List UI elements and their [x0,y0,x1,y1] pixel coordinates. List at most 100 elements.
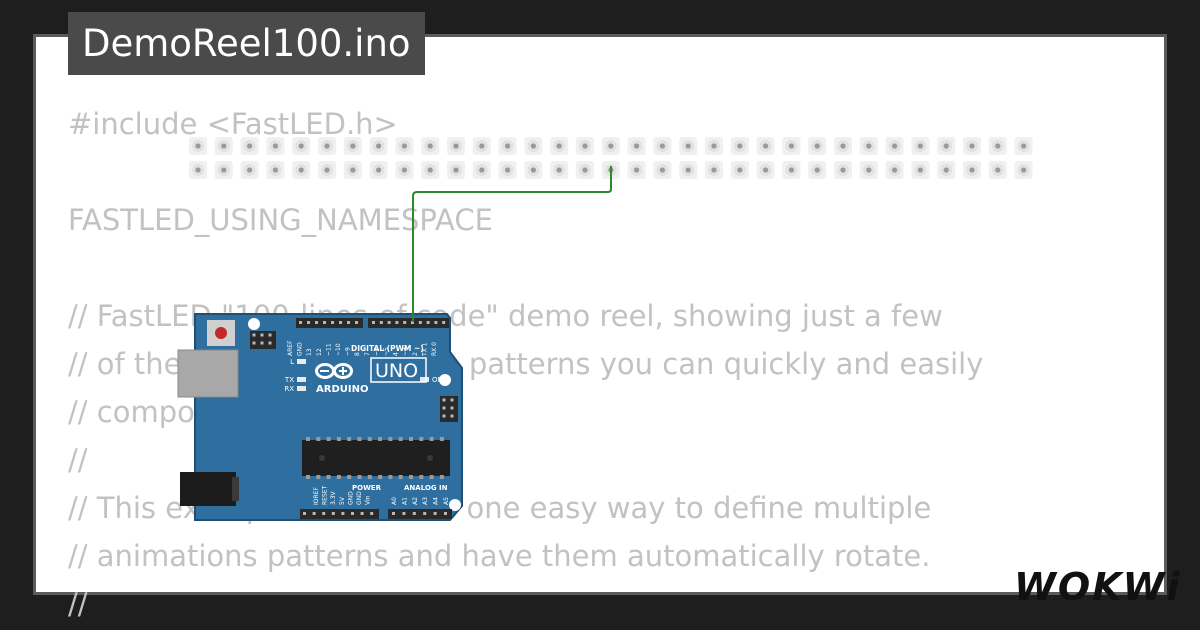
led-pixel[interactable] [472,137,491,155]
led-pixel[interactable] [240,161,259,179]
led-pixel[interactable] [730,137,749,155]
digital-pin-label: TX 1 [421,342,428,357]
led-pixel[interactable] [834,137,852,155]
led-pixel[interactable] [189,161,207,179]
led-pixel[interactable] [1014,137,1033,155]
led-pixel[interactable] [343,137,362,155]
led-pixel[interactable] [524,161,543,179]
led-pixel[interactable] [963,161,981,179]
led-pixel[interactable] [292,137,311,155]
digital-pin-label: 2 [412,352,419,356]
status-led-label: ON [432,376,443,384]
led-pixel[interactable] [395,161,414,179]
led-pixel[interactable] [1014,161,1033,179]
led-pixel[interactable] [601,137,620,155]
led-pixel[interactable] [318,161,336,179]
led-pixel[interactable] [421,161,440,179]
led-pixel[interactable] [988,137,1007,155]
digital-pin-label: 4 [393,352,400,356]
led-pixel[interactable] [576,161,594,179]
led-pixel[interactable] [756,137,775,155]
digital-header [368,318,449,328]
led-pixel[interactable] [911,137,930,155]
digital-pin-label: AREF [287,340,294,356]
led-strip[interactable] [189,137,1033,179]
led-pixel[interactable] [214,161,233,179]
led-pixel[interactable] [808,137,827,155]
analog-header-label: ANALOG IN [404,484,448,492]
led-pixel[interactable] [369,137,388,155]
data-wire[interactable] [412,166,612,322]
led-pixel[interactable] [627,161,646,179]
led-pixel[interactable] [214,137,233,155]
led-pixel[interactable] [240,137,259,155]
led-pixel[interactable] [447,137,465,155]
led-pixel[interactable] [498,137,517,155]
code-line: FASTLED_USING_NAMESPACE [68,203,493,237]
led-pixel[interactable] [937,137,956,155]
power-pin-label: 5V [339,496,346,505]
led-pixel[interactable] [653,161,672,179]
digital-pin-label: 8 [354,352,361,356]
led-pixel[interactable] [395,137,414,155]
led-pixel[interactable] [808,161,827,179]
led-pixel[interactable] [318,137,336,155]
led-pixel[interactable] [988,161,1007,179]
led-pixel[interactable] [653,137,672,155]
led-pixel[interactable] [447,161,465,179]
led-pixel[interactable] [266,161,285,179]
status-led [297,386,306,391]
led-pixel[interactable] [576,137,594,155]
digital-pin-label: 13 [306,348,313,356]
power-jack [180,472,236,506]
led-pixel[interactable] [343,161,362,179]
led-pixel[interactable] [266,137,285,155]
digital-pin-label: ~10 [335,343,342,356]
led-pixel[interactable] [885,137,904,155]
power-pin-label: GND [347,491,354,505]
digital-pin-label: 12 [316,348,323,356]
led-pixel[interactable] [730,161,749,179]
led-pixel[interactable] [550,137,569,155]
wokwi-logo: WOKWi [1014,565,1180,609]
led-pixel[interactable] [369,161,388,179]
analog-pin-label: A5 [443,497,450,505]
power-pin-label: GND [356,491,363,505]
led-pixel[interactable] [472,161,491,179]
icsp-header-2 [440,396,458,422]
led-pixel[interactable] [498,161,517,179]
status-led [420,377,429,382]
led-pixel[interactable] [782,161,801,179]
led-pixel[interactable] [705,161,723,179]
led-pixel[interactable] [937,161,956,179]
led-pixel[interactable] [679,137,698,155]
led-pixel[interactable] [859,161,878,179]
led-pixel[interactable] [885,161,904,179]
arduino-logo-icon [315,363,353,379]
led-pixel[interactable] [679,161,698,179]
board-model: UNO [375,360,418,382]
led-pixel[interactable] [627,137,646,155]
led-pixel[interactable] [524,137,543,155]
led-pixel[interactable] [705,137,723,155]
led-pixel[interactable] [859,137,878,155]
led-pixel[interactable] [963,137,981,155]
analog-pin-label: A1 [401,497,408,505]
led-pixel[interactable] [834,161,852,179]
reset-button[interactable] [215,327,227,339]
mounting-hole [449,499,461,511]
power-pin-label: Vin [365,495,372,505]
led-pixel[interactable] [421,137,440,155]
led-pixel[interactable] [911,161,930,179]
led-pixel[interactable] [292,161,311,179]
digital-pin-label: ~6 [373,347,380,356]
led-pixel[interactable] [782,137,801,155]
bottom-pins [303,512,447,515]
power-header-label: POWER [352,484,382,492]
led-pixel[interactable] [756,161,775,179]
led-pixel[interactable] [189,137,207,155]
led-pixel[interactable] [550,161,569,179]
